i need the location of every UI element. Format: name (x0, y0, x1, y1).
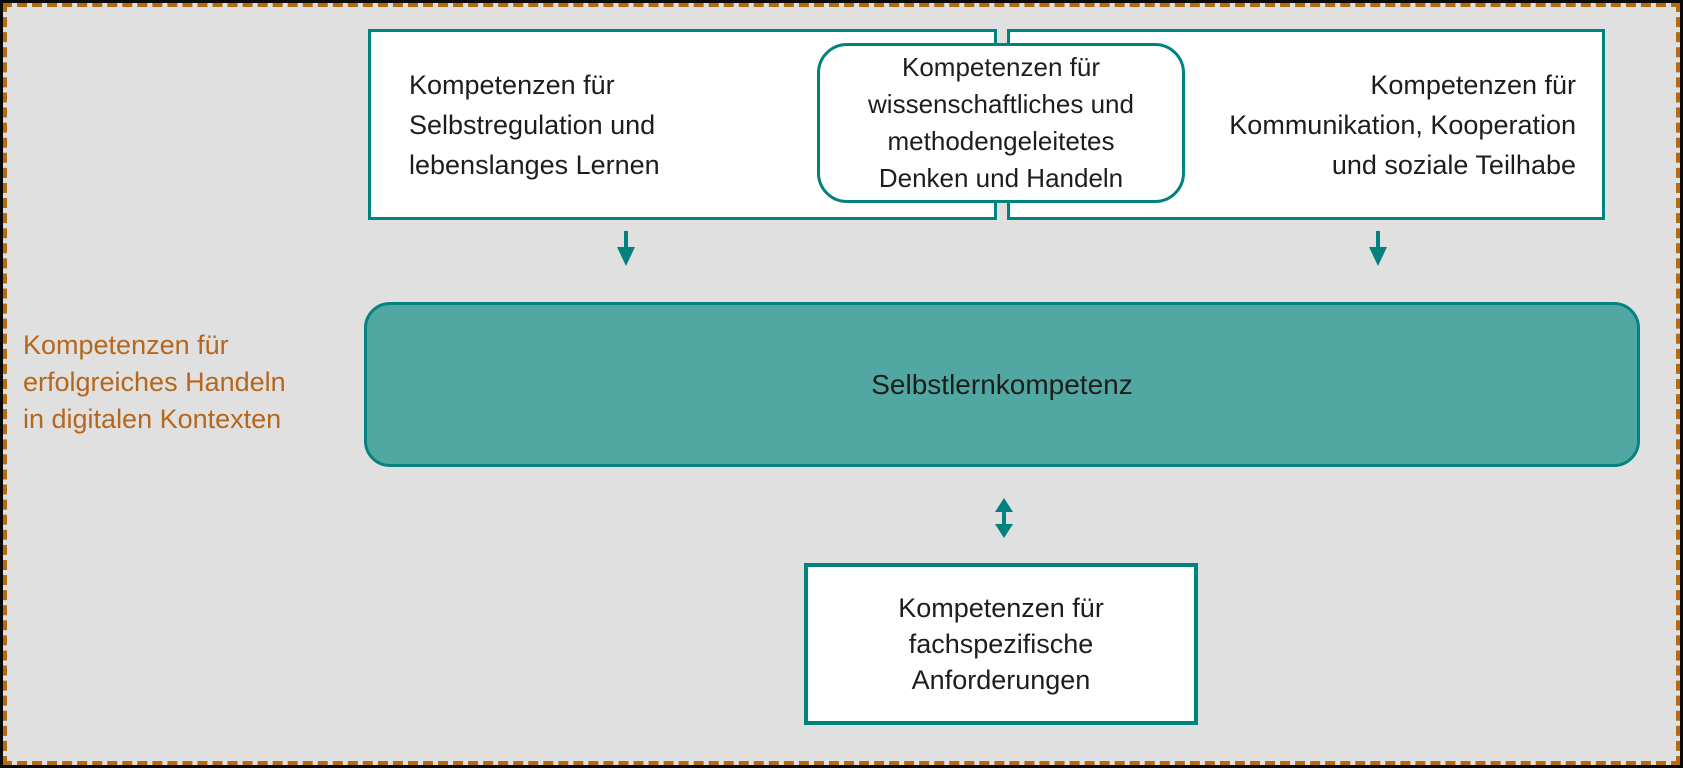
box-text-line: Kompetenzen für (1370, 69, 1576, 100)
down-arrow-icon (1365, 231, 1391, 267)
side-label-line: in digitalen Kontexten (23, 404, 282, 434)
down-arrow-icon (613, 231, 639, 267)
box-text-line: Kommunikation, Kooperation (1229, 109, 1576, 140)
box-text-line: Denken und Handeln (878, 163, 1124, 193)
box-text-line: wissenschaftliches und (868, 89, 1134, 119)
box-text-line: Kompetenzen für (409, 69, 615, 100)
side-label-digital-contexts: Kompetenzen für erfolgreiches Handeln in… (23, 327, 353, 438)
box-text-line: Kompetenzen für (898, 593, 1104, 623)
box-selbstlernkompetenz: Selbstlernkompetenz (364, 302, 1640, 467)
box-text-line: fachspezifische (908, 629, 1094, 659)
side-label-line: Kompetenzen für (23, 330, 229, 360)
box-text-line: lebenslanges Lernen (409, 149, 660, 180)
box-text-line: Selbstlernkompetenz (871, 368, 1133, 400)
side-label-line: erfolgreiches Handeln (23, 367, 286, 397)
box-text-line: methodengeleitetes (887, 126, 1115, 156)
box-text-line: Anforderungen (911, 665, 1091, 695)
box-wissenschaftliches-denken: Kompetenzen für wissenschaftliches und m… (817, 43, 1185, 203)
box-text-line: und soziale Teilhabe (1331, 149, 1576, 180)
box-text-line: Selbstregulation und (409, 109, 656, 140)
box-text-line: Kompetenzen für (901, 52, 1100, 82)
box-fachspezifische-anforderungen: Kompetenzen für fachspezifische Anforder… (804, 563, 1198, 725)
double-arrow-icon (991, 498, 1017, 538)
